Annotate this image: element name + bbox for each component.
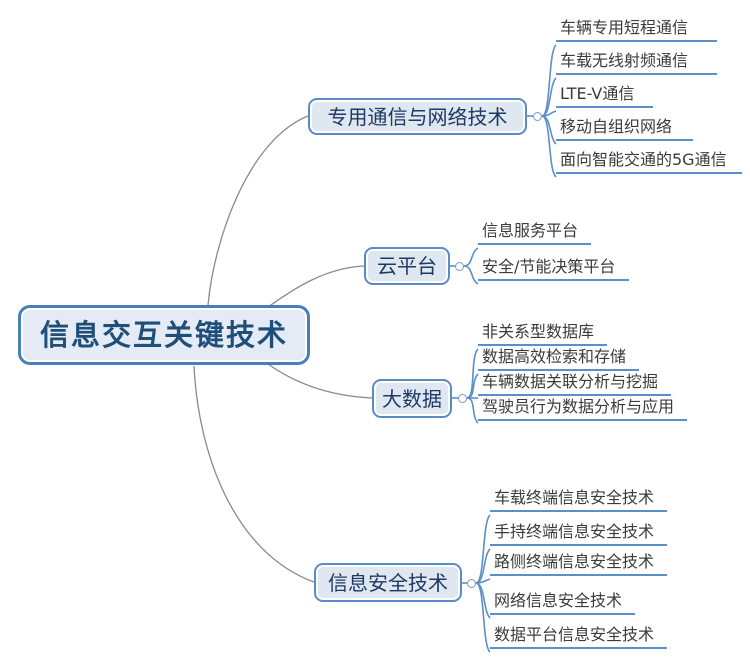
leaf-node-label: 网络信息安全技术 [494,591,623,610]
leaf-node[interactable]: 数据高效检索和存储 [478,349,639,371]
leaf-node[interactable]: 信息服务平台 [478,223,591,245]
branch-4-fan-4 [475,582,491,619]
leaf-underline [490,544,667,546]
leaf-node[interactable]: 移动自组织网络 [556,119,693,141]
branch-2-fan-1 [463,247,479,267]
branch-2-fan-2 [463,265,479,285]
leaf-node-label: 信息服务平台 [482,221,579,240]
branch-node-big-data[interactable]: 大数据 [372,379,452,418]
branch-4-fan-1 [475,514,491,584]
leaf-underline [478,344,607,346]
leaf-node[interactable]: LTE-V通信 [556,86,653,108]
root-node[interactable]: 信息交互关键技术 [18,305,310,365]
leaf-node-label: 车载终端信息安全技术 [494,488,655,507]
branch-node-label: 专用通信与网络技术 [327,104,508,129]
leaf-underline [478,394,671,396]
hub-circle-branch-1 [533,112,542,121]
leaf-node-label: 面向智能交通的5G通信 [560,150,727,169]
leaf-node[interactable]: 面向智能交通的5G通信 [556,152,742,174]
leaf-node[interactable]: 安全/节能决策平台 [478,259,629,281]
leaf-node-label: 非关系型数据库 [482,322,595,341]
hub-circle-branch-4 [467,579,476,588]
leaf-underline [478,243,591,245]
branch-1-fan-2 [541,77,557,117]
leaf-underline [478,419,687,421]
leaf-node[interactable]: 驾驶员行为数据分析与应用 [478,399,687,421]
leaf-node-label: 驾驶员行为数据分析与应用 [482,397,675,416]
leaf-node-label: 手持终端信息安全技术 [494,522,655,541]
trunk-to-branch-2 [267,265,365,308]
leaf-node-label: 安全/节能决策平台 [482,257,616,276]
leaf-underline [556,40,717,42]
branch-node-communication[interactable]: 专用通信与网络技术 [308,98,527,135]
leaf-node-label: 车辆专用短程通信 [560,18,689,37]
branch-1-fan-5 [541,115,557,178]
leaf-node[interactable]: 车载无线射频通信 [556,53,717,75]
leaf-underline [478,279,629,281]
branch-3-fan-2 [466,373,479,399]
branch-3-fan-1 [466,348,479,399]
trunk-to-branch-4 [193,365,315,583]
leaf-node[interactable]: 数据平台信息安全技术 [490,627,667,649]
branch-4-fan-5 [475,582,491,653]
branch-node-label: 云平台 [377,254,437,278]
branch-4-fan-2 [475,548,491,584]
leaf-underline [556,73,717,75]
branch-node-cloud-platform[interactable]: 云平台 [364,247,450,285]
leaf-node[interactable]: 车辆专用短程通信 [556,20,717,42]
branch-1-fan-3 [541,110,557,117]
leaf-node[interactable]: 车载终端信息安全技术 [490,490,667,512]
leaf-underline [556,106,653,108]
hub-circle-branch-2 [455,262,464,271]
leaf-underline [490,574,667,576]
leaf-underline [478,369,639,371]
leaf-node[interactable]: 手持终端信息安全技术 [490,524,667,546]
trunk-to-branch-1 [207,115,309,306]
leaf-node[interactable]: 非关系型数据库 [478,324,607,346]
leaf-underline [490,613,635,615]
leaf-node-label: 路侧终端信息安全技术 [494,552,655,571]
leaf-underline [490,510,667,512]
branch-1-fan-4 [541,115,557,145]
leaf-node-label: 数据高效检索和存储 [482,347,627,366]
branch-node-label: 信息安全技术 [328,570,448,595]
branch-1-fan-1 [541,44,557,117]
branch-3-fan-4 [466,397,479,424]
trunk-to-branch-3 [267,363,373,399]
leaf-node-label: 数据平台信息安全技术 [494,625,655,644]
leaf-underline [556,139,693,141]
leaf-underline [556,172,742,174]
leaf-node[interactable]: 网络信息安全技术 [490,593,635,615]
leaf-node-label: LTE-V通信 [560,84,635,103]
branch-4-fan-3 [475,578,491,584]
branch-node-information-security[interactable]: 信息安全技术 [314,563,462,602]
leaf-underline [490,647,667,649]
leaf-node-label: 车辆数据关联分析与挖掘 [482,372,659,391]
branch-node-label: 大数据 [382,386,442,411]
root-node-label: 信息交互关键技术 [39,317,288,352]
leaf-node[interactable]: 车辆数据关联分析与挖掘 [478,374,671,396]
leaf-node[interactable]: 路侧终端信息安全技术 [490,554,667,576]
leaf-node-label: 车载无线射频通信 [560,51,689,70]
hub-circle-branch-3 [458,394,467,403]
leaf-node-label: 移动自组织网络 [560,117,673,136]
